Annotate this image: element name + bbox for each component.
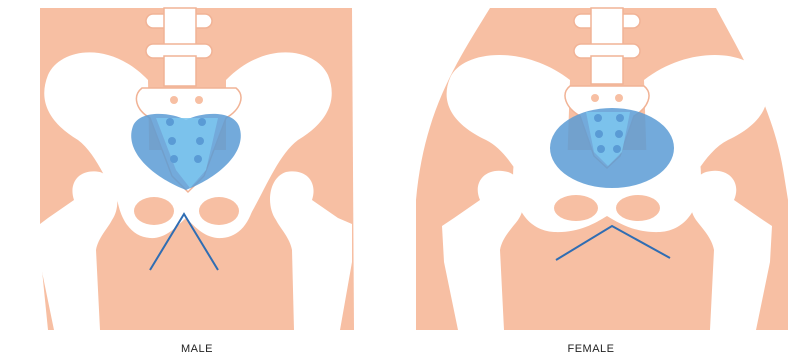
female-lumbar-vertebra-2-body <box>591 56 623 84</box>
female-sacral-foramen <box>597 145 605 153</box>
male-label: MALE <box>0 343 394 355</box>
female-sacral-foramen <box>615 94 623 102</box>
male-sacral-foramen <box>194 155 202 163</box>
female-sacral-foramen <box>594 114 602 122</box>
male-right-obturator-foramen <box>199 197 239 225</box>
male-sacral-foramen <box>170 155 178 163</box>
male-sacral-foramen <box>195 96 203 104</box>
male-lumbar-vertebra-2-body <box>164 56 196 86</box>
female-right-obturator-foramen <box>616 195 660 221</box>
male-sacral-foramen <box>168 137 176 145</box>
male-pelvis-illustration <box>0 0 394 358</box>
female-sacral-foramen <box>616 114 624 122</box>
female-sacral-foramen <box>615 130 623 138</box>
female-pelvis-illustration <box>394 0 788 358</box>
male-left-obturator-foramen <box>134 197 174 225</box>
female-sacral-foramen <box>591 94 599 102</box>
male-sacral-foramen <box>166 118 174 126</box>
female-label: FEMALE <box>394 343 788 355</box>
female-sacral-foramen <box>595 130 603 138</box>
female-sacral-foramen <box>613 145 621 153</box>
female-pelvis-panel: FEMALE <box>394 0 788 358</box>
female-left-obturator-foramen <box>554 195 598 221</box>
male-pelvis-panel: MALE <box>0 0 394 358</box>
male-sacral-foramen <box>196 137 204 145</box>
male-sacral-foramen <box>198 118 206 126</box>
male-sacral-foramen <box>170 96 178 104</box>
